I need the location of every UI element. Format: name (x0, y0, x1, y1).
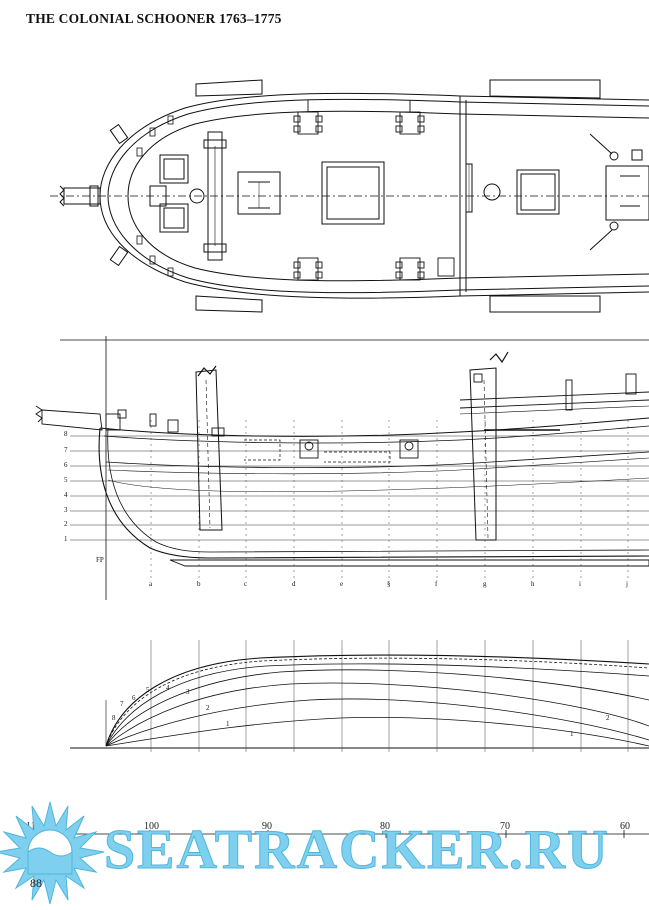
waterline-label: 5 (64, 476, 68, 484)
station-label: i (579, 580, 581, 588)
waterline-label: 7 (64, 446, 68, 454)
waterline-label: 2 (64, 520, 68, 528)
watermark: SEATRACKER.RU (104, 819, 610, 881)
fp-label: FP (96, 556, 104, 564)
waterline-label: 1 (64, 535, 68, 543)
curve-label: 2 (606, 714, 610, 722)
sun-wave-logo (0, 801, 105, 905)
waterline-label: 6 (64, 461, 68, 469)
page-title: THE COLONIAL SCHOONER 1763–1775 (26, 11, 282, 26)
deck-plan-drawing (50, 79, 649, 313)
curve-label: 3 (186, 688, 190, 696)
station-label: a (149, 580, 153, 588)
curve-label: 5 (146, 686, 150, 694)
station-label: j (626, 580, 628, 588)
curve-label: 1 (570, 730, 574, 738)
waterline-label: 3 (64, 506, 68, 514)
station-label: c (244, 580, 248, 588)
curve-label: 8 (112, 714, 116, 722)
waterline-label: 8 (64, 430, 68, 438)
page-number: 88 (30, 876, 42, 890)
station-label: g (483, 580, 487, 588)
curve-label: 6 (132, 694, 136, 702)
scale-tick-label: 60 (620, 821, 630, 832)
curve-label: 7 (120, 700, 124, 708)
station-label: § (387, 580, 391, 588)
station-label: d (292, 580, 296, 588)
curve-label: 1 (226, 720, 230, 728)
station-label: e (340, 580, 344, 588)
scale-tick-label: 100 (144, 821, 159, 832)
station-label: f (435, 580, 438, 588)
station-label: b (197, 580, 201, 588)
curve-label: 4 (166, 684, 170, 692)
waterline-label: 4 (64, 491, 68, 499)
station-label: h (531, 580, 535, 588)
sheer-profile-drawing (35, 336, 649, 600)
scale-tick-label: 90 (262, 821, 272, 832)
curve-label: 2 (206, 704, 210, 712)
scale-tick-label: 80 (380, 821, 390, 832)
scale-tick-label: 70 (500, 821, 510, 832)
